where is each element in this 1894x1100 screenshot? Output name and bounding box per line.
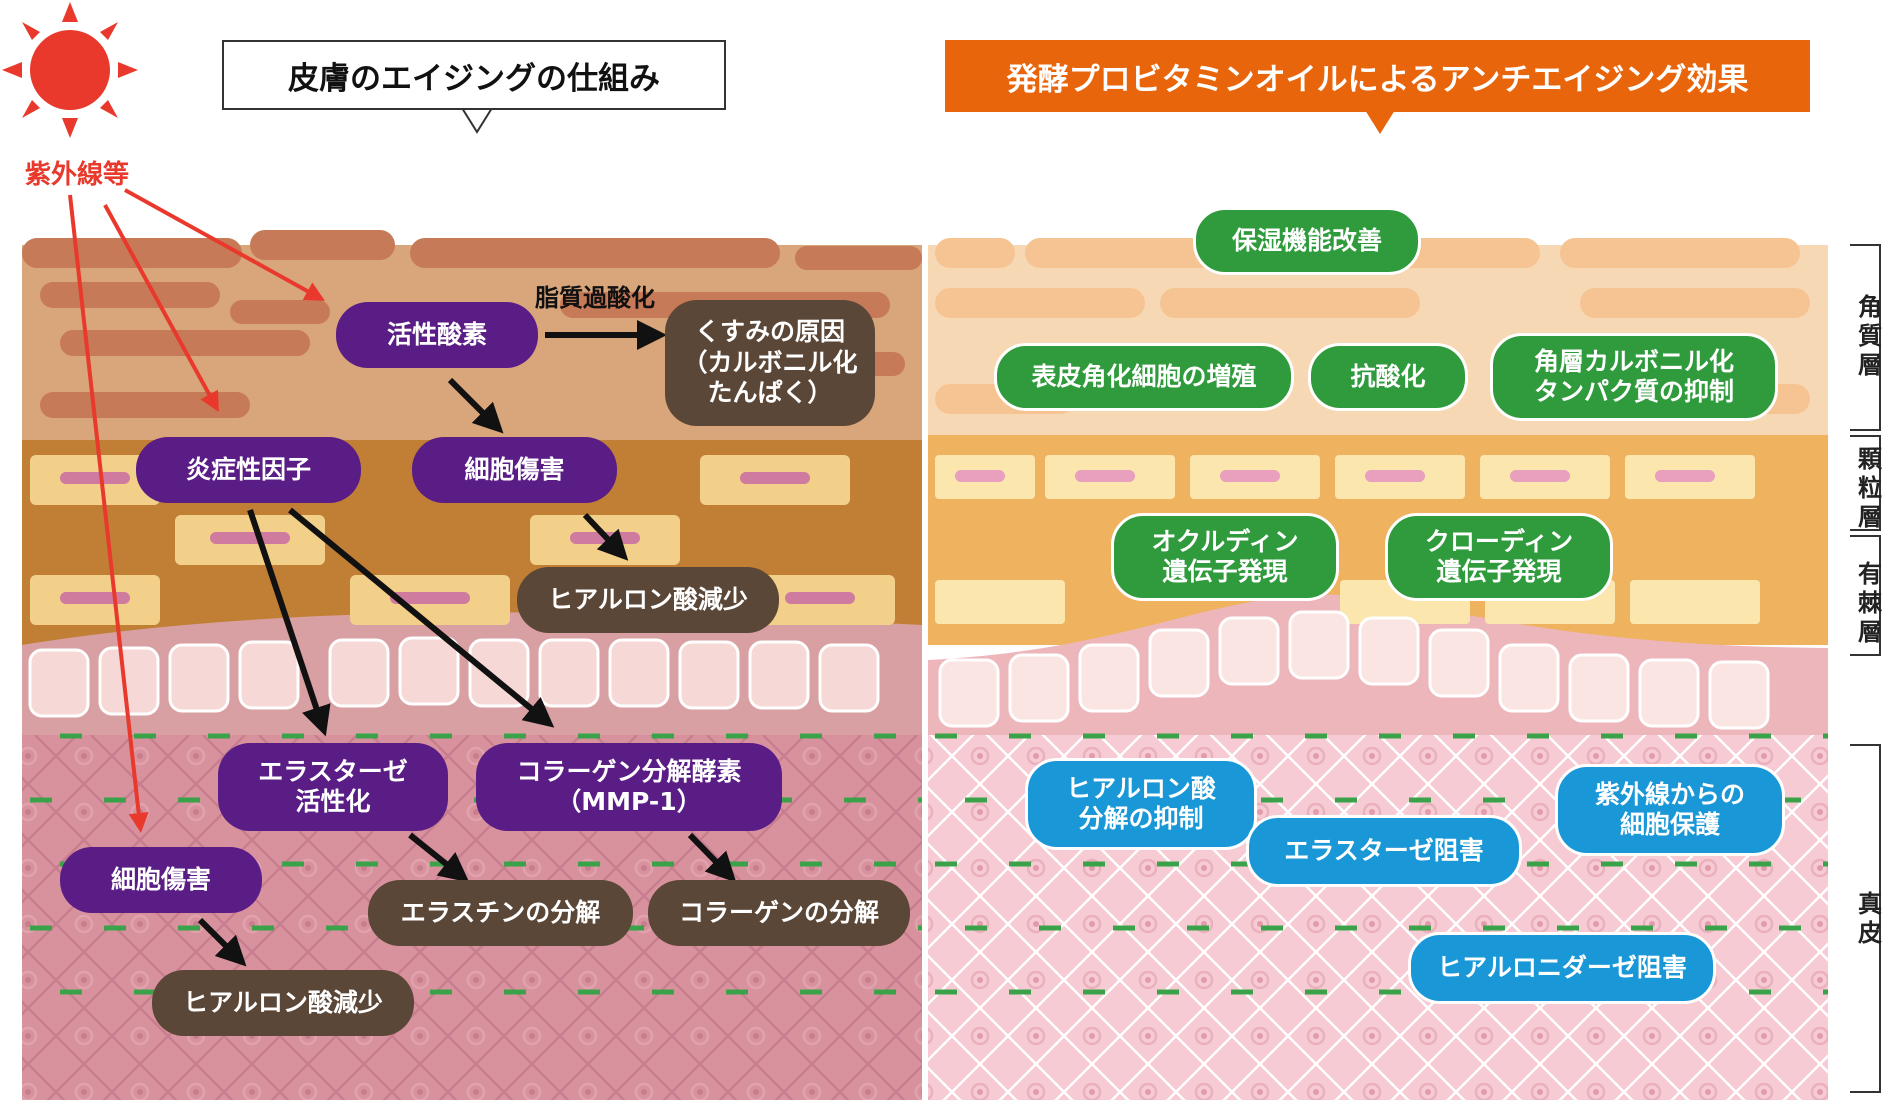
- node-hyaluronic-decrease-upper: ヒアルロン酸減少: [517, 567, 779, 633]
- layer-stratum-corneum: 角質層: [1858, 293, 1882, 379]
- effect-elastase-inhibition: エラスターゼ阻害: [1246, 815, 1522, 887]
- effect-claudin: クローディン 遺伝子発現: [1385, 513, 1613, 601]
- uv-arrows: [68, 188, 325, 833]
- effect-hyaluronidase-inhibition: ヒアルロニダーゼ阻害: [1408, 932, 1716, 1004]
- node-hyaluronic-decrease-lower: ヒアルロン酸減少: [152, 970, 414, 1036]
- cause-arrows: [197, 320, 737, 967]
- node-inflammatory-factor: 炎症性因子: [136, 437, 361, 503]
- layer-dermis: 真皮: [1858, 890, 1882, 947]
- layer-brackets: [1850, 244, 1881, 1093]
- sun-icon: [2, 2, 138, 138]
- effect-uv-cell-protection: 紫外線からの 細胞保護: [1555, 764, 1785, 856]
- node-elastase-activation: エラスターゼ 活性化: [218, 743, 448, 831]
- layer-granular: 顆粒層: [1858, 445, 1882, 531]
- node-reactive-oxygen: 活性酸素: [336, 302, 538, 368]
- effect-keratinocyte-proliferation: 表皮角化細胞の増殖: [994, 343, 1294, 411]
- right-title: 発酵プロビタミンオイルによるアンチエイジング効果: [945, 40, 1810, 112]
- node-cell-damage-lower: 細胞傷害: [60, 847, 262, 913]
- lipid-peroxidation-label: 脂質過酸化: [535, 284, 655, 312]
- effect-occludin: オクルディン 遺伝子発現: [1111, 513, 1339, 601]
- node-elastin-breakdown: エラスチンの分解: [368, 880, 633, 946]
- node-collagenase-mmp1: コラーゲン分解酵素 （MMP-1）: [476, 743, 782, 831]
- node-collagen-breakdown: コラーゲンの分解: [648, 880, 910, 946]
- effect-antioxidant: 抗酸化: [1308, 343, 1468, 411]
- left-title: 皮膚のエイジングの仕組み: [222, 40, 726, 110]
- uv-label: 紫外線等: [25, 160, 130, 190]
- effect-carbonyl-suppression: 角層カルボニル化 タンパク質の抑制: [1490, 333, 1778, 421]
- effect-moisture: 保湿機能改善: [1193, 207, 1421, 275]
- layer-spinous: 有棘層: [1858, 560, 1882, 646]
- node-cell-damage-upper: 細胞傷害: [412, 437, 617, 503]
- node-dullness-cause: くすみの原因 （カルボニル化 たんぱく）: [665, 300, 875, 426]
- effect-hyaluronic-breakdown-inhibition: ヒアルロン酸 分解の抑制: [1025, 758, 1257, 850]
